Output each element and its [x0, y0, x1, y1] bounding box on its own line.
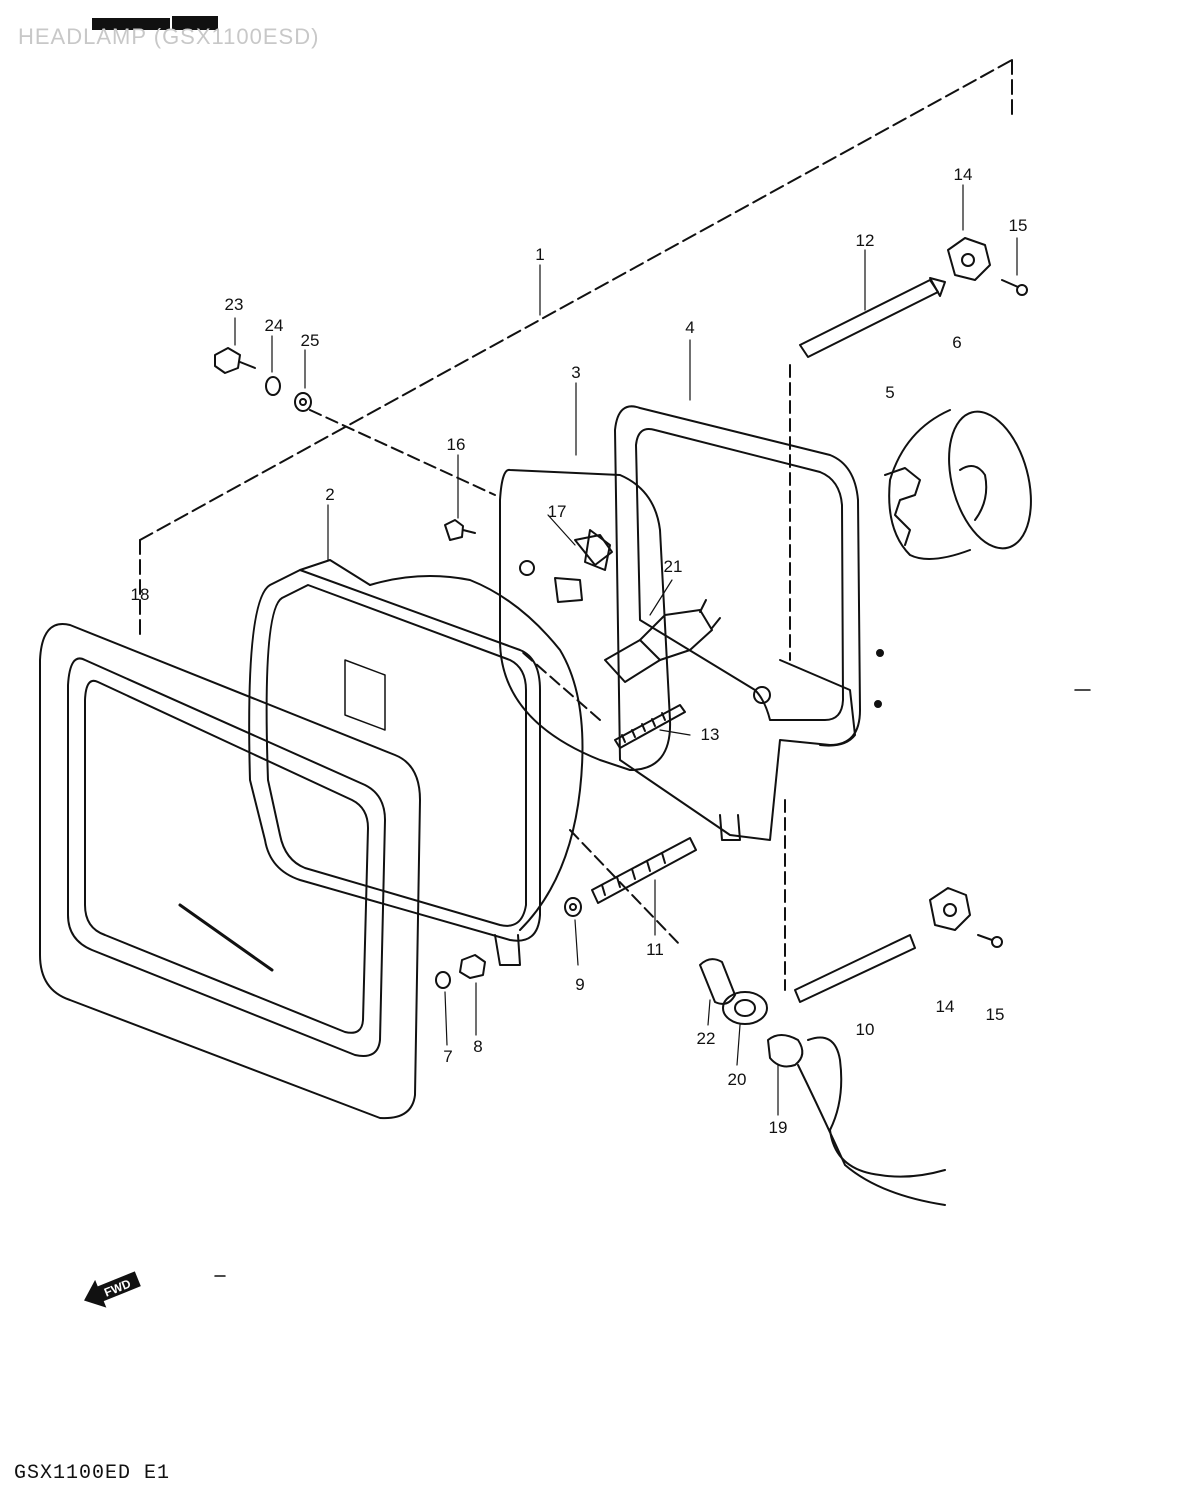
part-label-25: 25 — [301, 331, 320, 350]
socket-part-20 — [722, 991, 768, 1025]
part-label-5: 5 — [885, 383, 894, 402]
title-block-right — [172, 16, 218, 30]
socket-cover-part-5 — [884, 409, 1032, 560]
forward-arrow-icon: FWD — [84, 1271, 141, 1308]
model-code: GSX1100ED E1 — [14, 1462, 171, 1485]
part-label-9: 9 — [575, 975, 584, 994]
clip-part-17 — [574, 534, 613, 566]
grommet-part-19 — [767, 1034, 946, 1206]
part-label-14: 14 — [954, 165, 973, 184]
fwd-label: FWD — [102, 1276, 133, 1299]
part-label-21: 21 — [664, 557, 683, 576]
washer-part-7 — [435, 971, 451, 989]
headlamp-housing-part-3 — [499, 468, 672, 771]
part-label-24: 24 — [265, 316, 284, 335]
screw-part-15-lower — [977, 934, 1003, 948]
part-label-4: 4 — [685, 318, 694, 337]
page-title: HEADLAMP (GSX1100ESD) — [18, 24, 320, 49]
part-label-6: 6 — [952, 333, 961, 352]
part-label-15: 15 — [1009, 216, 1028, 235]
headlamp-unit-part-2 — [248, 559, 601, 966]
title-block-left — [92, 18, 170, 30]
spring-part-13 — [614, 704, 686, 749]
bulb-part-22 — [699, 958, 736, 1005]
part-label-7: 7 — [443, 1047, 452, 1066]
assembly-bracket-1 — [139, 59, 1013, 641]
bolt-part-23 — [214, 347, 256, 374]
part-label-23: 23 — [225, 295, 244, 314]
nut-part-8 — [459, 954, 486, 979]
part-label-3: 3 — [571, 363, 580, 382]
part-label-1: 1 — [535, 245, 544, 264]
bulb-part-21 — [604, 599, 721, 683]
part-label-19: 19 — [769, 1118, 788, 1137]
nut-part-14-lower — [929, 887, 971, 931]
washer-part-24 — [265, 376, 281, 396]
part-label-20: 20 — [728, 1070, 747, 1089]
part-label-18: 18 — [131, 585, 150, 604]
headlamp-rim-part-18 — [39, 623, 421, 1120]
washer-part-9 — [564, 897, 582, 917]
part-label-17: 17 — [548, 502, 567, 521]
part-label-14-lower: 14 — [936, 997, 955, 1016]
screw-part-16 — [444, 519, 476, 541]
part-label-2: 2 — [325, 485, 334, 504]
spring-part-11 — [591, 837, 697, 904]
part-label-12: 12 — [856, 231, 875, 250]
part-labels: 1 2 3 4 5 6 7 8 9 10 11 12 13 14 15 16 1… — [131, 165, 1028, 1137]
adjusting-screw-part-10 — [784, 799, 916, 1003]
part-label-22: 22 — [697, 1029, 716, 1048]
headlamp-frame-part-4 — [614, 405, 884, 841]
part-label-10: 10 — [856, 1020, 875, 1039]
part-label-11: 11 — [646, 940, 664, 959]
screw-part-15 — [1001, 279, 1028, 296]
washer-part-25 — [294, 392, 312, 412]
part-label-8: 8 — [473, 1037, 482, 1056]
part-label-16: 16 — [447, 435, 466, 454]
part-label-13: 13 — [701, 725, 720, 744]
adjusting-screw-part-12 — [789, 277, 946, 661]
nut-part-14 — [947, 237, 991, 281]
part-label-15-lower: 15 — [986, 1005, 1005, 1024]
leader-lines — [234, 184, 1018, 1116]
